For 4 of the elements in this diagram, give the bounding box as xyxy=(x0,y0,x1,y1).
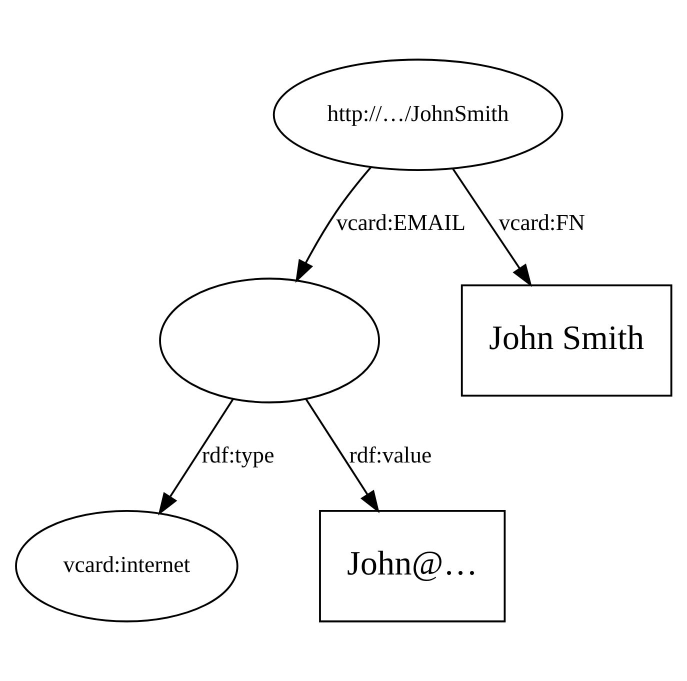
edge-label: rdf:value xyxy=(349,442,432,468)
edge-label: vcard:FN xyxy=(498,210,585,236)
edge-label: vcard:EMAIL xyxy=(336,210,466,236)
edge-label: rdf:type xyxy=(202,442,274,468)
